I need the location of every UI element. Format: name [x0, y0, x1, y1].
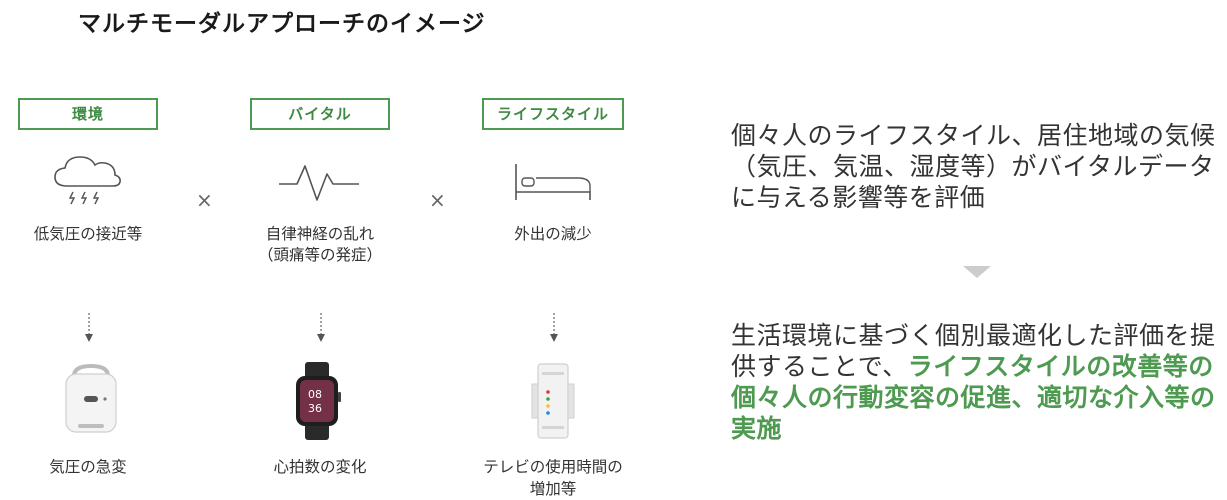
cause-lifestyle: 外出の減少 — [514, 225, 592, 243]
tag-environment: 環境 — [18, 98, 158, 130]
cause-vital: 自律神経の乱れ （頭痛等の発症） — [220, 224, 420, 266]
heartbeat-wave-icon — [279, 165, 359, 201]
dotted-down-arrow — [85, 313, 93, 342]
result-lifestyle: テレビの使用時間の 増加等 — [453, 456, 653, 500]
rain-cloud-icon — [54, 156, 121, 205]
dotted-down-arrow — [550, 313, 558, 342]
page-title: マルチモーダルアプローチのイメージ — [78, 11, 486, 37]
result-environment: 気圧の急変 — [49, 458, 127, 476]
multiply-sign: × — [196, 188, 213, 212]
multiply-sign: × — [429, 188, 446, 212]
down-triangle-icon — [963, 266, 991, 278]
result-lifestyle-line1: テレビの使用時間の — [483, 458, 623, 476]
svg-text:08: 08 — [308, 388, 322, 401]
dotted-down-arrow — [317, 313, 325, 342]
svg-text:36: 36 — [308, 402, 322, 415]
evaluation-description: 個々人のライフスタイル、居住地域の気候（気圧、気温、湿度等）がバイタルデータに与… — [731, 121, 1216, 212]
outcome-highlight: ライフスタイルの改善等の個々人の行動変容の促進、適切な介入等の実施 — [731, 352, 1216, 443]
smart-plug-meter-image — [531, 363, 575, 439]
smartwatch-image: 08 36 — [296, 362, 341, 440]
cause-vital-line1: 自律神経の乱れ — [265, 225, 375, 243]
tag-lifestyle: ライフスタイル — [482, 98, 624, 130]
barometer-sensor-image — [65, 363, 117, 433]
cause-environment: 低気圧の接近等 — [33, 225, 143, 243]
column-vital: バイタル 自律神経の乱れ （頭痛等の発症） — [220, 98, 420, 266]
outcome-description: 生活環境に基づく個別最適化した評価を提供することで、ライフスタイルの改善等の個々… — [731, 320, 1221, 444]
tag-vital: バイタル — [250, 98, 390, 130]
cause-vital-line2: （頭痛等の発症） — [257, 246, 382, 264]
bed-icon — [515, 164, 591, 200]
column-environment: 環境 低気圧の接近等 — [0, 98, 188, 245]
outcome-text: 生活環境に基づく個別最適化した評価を提供することで、 — [731, 321, 1216, 381]
result-lifestyle-line2: 増加等 — [529, 480, 577, 498]
result-vital: 心拍数の変化 — [273, 458, 367, 476]
column-lifestyle: ライフスタイル 外出の減少 — [453, 98, 653, 245]
